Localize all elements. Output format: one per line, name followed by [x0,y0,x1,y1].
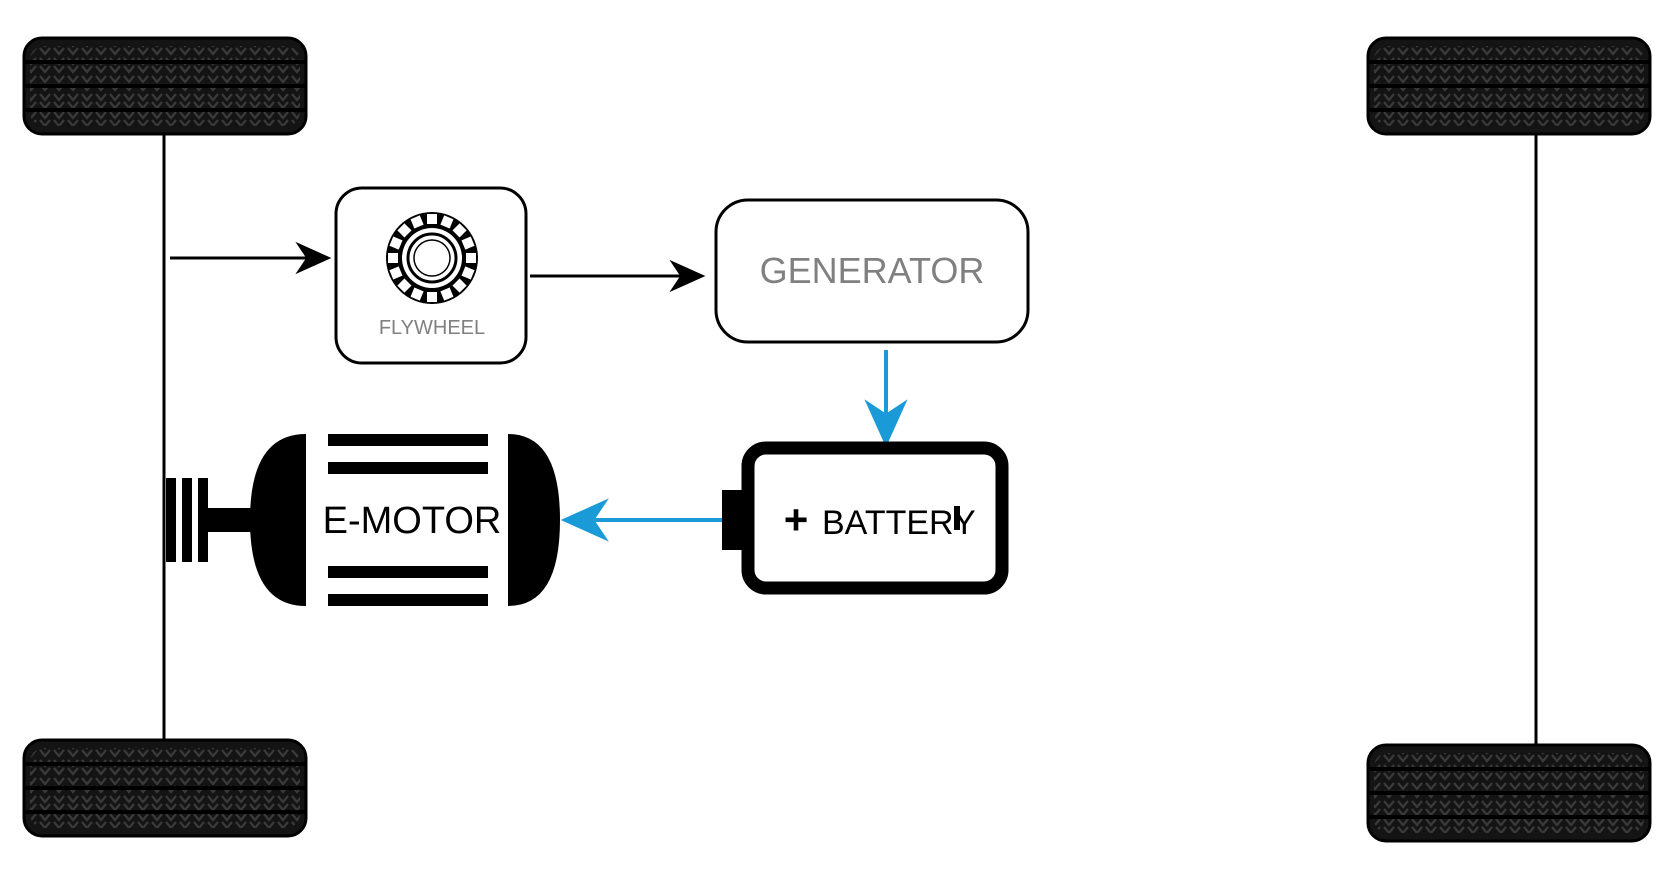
emotor-label: E-MOTOR [323,500,502,542]
tire-icon [22,738,308,838]
battery-label: BATTERY [822,504,976,542]
gear-icon [386,212,478,304]
battery-minus-sign [954,506,960,530]
flywheel-node: FLYWHEEL [334,186,528,365]
battery-node: + BATTERY [722,441,1009,595]
generator-label: GENERATOR [760,250,985,291]
tire-icon [1366,36,1652,136]
tire-icon [1366,743,1652,843]
flywheel-label: FLYWHEEL [379,317,485,339]
battery-plus-sign: + [784,496,809,543]
tire-icon [22,36,308,136]
generator-node: GENERATOR [714,198,1030,344]
emotor-node: E-MOTOR [166,434,560,606]
